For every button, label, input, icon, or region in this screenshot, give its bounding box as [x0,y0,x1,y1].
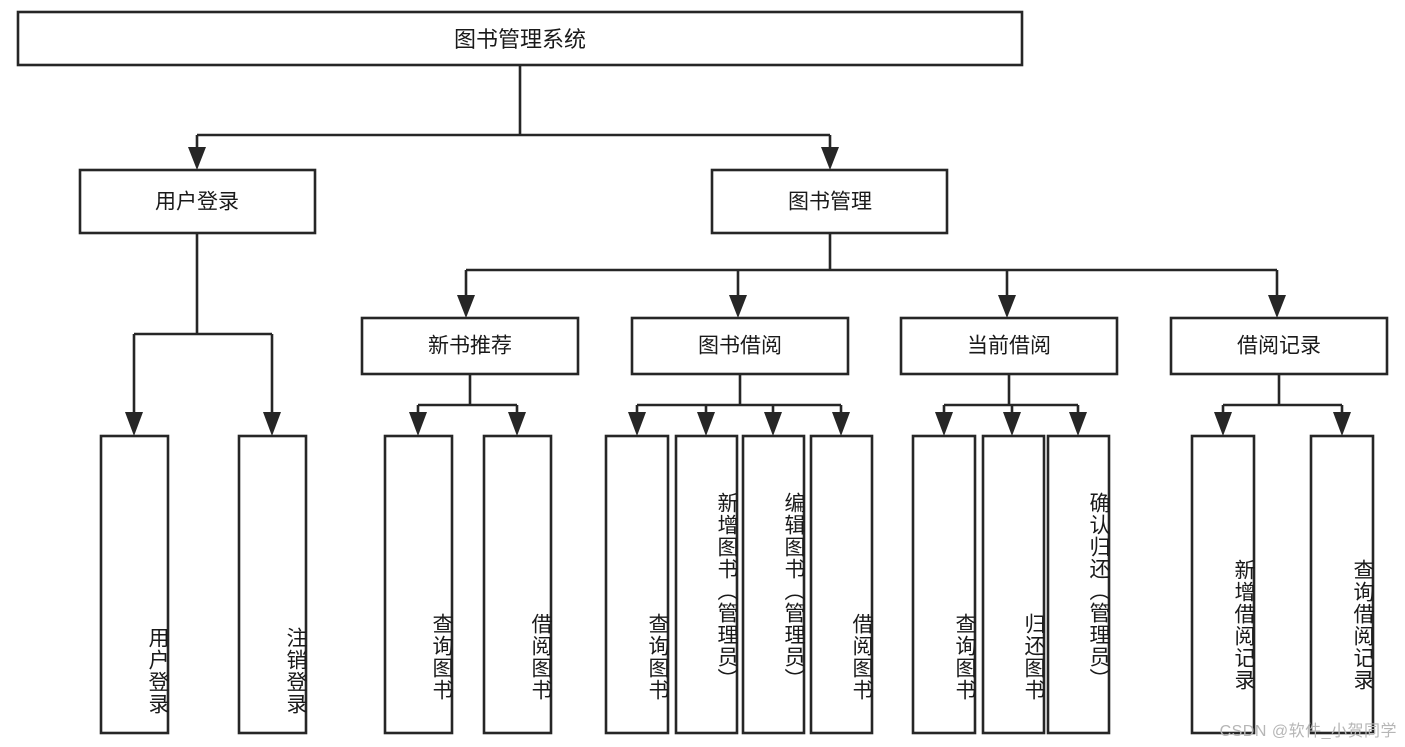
node-root-label: 图书管理系统 [454,27,586,52]
node-book-borrow-box[interactable] [630,316,850,376]
leaf-cb-query-book-box[interactable] [911,434,977,735]
arrow-to-current-borrow [998,295,1016,318]
arrowhead-layer [125,147,1351,436]
node-root-box[interactable] [16,10,1024,67]
arrow-to-borrow-records [1268,295,1286,318]
leaf-cb-confirm-return-box[interactable] [1046,434,1111,735]
node-new-book-recommend-label: 新书推荐 [428,335,512,358]
arrow-to-cb-leaf3 [1069,412,1087,436]
node-user-login-label: 用户登录 [155,191,239,214]
leaf-nb-borrow-book-box[interactable] [482,434,553,735]
arrow-to-leaf-logout [263,412,281,436]
leaf-bb-add-book-box[interactable] [674,434,739,735]
arrow-to-bb-leaf2 [697,412,715,436]
node-current-borrow-label: 当前借阅 [967,335,1051,358]
csdn-watermark: CSDN @软件_小贺同学 [1219,723,1397,740]
arrow-to-cb-leaf1 [935,412,953,436]
arrow-to-user-login [188,147,206,170]
arrow-to-bb-leaf1 [628,412,646,436]
arrow-to-br-leaf2 [1333,412,1351,436]
arrow-to-bb-leaf4 [832,412,850,436]
leaf-logout-box[interactable] [237,434,308,735]
arrow-to-br-leaf1 [1214,412,1232,436]
leaf-nb-query-book-box[interactable] [383,434,454,735]
arrow-to-leaf-user-login [125,412,143,436]
arrow-to-nb-leaf2 [508,412,526,436]
node-current-borrow-box[interactable] [899,316,1119,376]
node-borrow-records-label: 借阅记录 [1237,335,1321,358]
node-new-book-recommend-box[interactable] [360,316,580,376]
node-borrow-records-box[interactable] [1169,316,1389,376]
arrow-to-cb-leaf2 [1003,412,1021,436]
arrow-to-book-mgmt [821,147,839,170]
arrow-to-book-borrow [729,295,747,318]
arrow-to-bb-leaf3 [764,412,782,436]
leaf-br-add-record-box[interactable] [1190,434,1256,735]
node-book-mgmt-label: 图书管理 [788,191,872,214]
leaf-bb-edit-book-box[interactable] [741,434,806,735]
leaf-bb-borrow-book-box[interactable] [809,434,874,735]
arrow-to-new-book [457,295,475,318]
node-book-mgmt-box[interactable] [710,168,949,235]
node-book-borrow-label: 图书借阅 [698,335,782,358]
node-user-login-box[interactable] [78,168,317,235]
leaf-cb-return-book-box[interactable] [981,434,1046,735]
leaf-user-login-box[interactable] [99,434,170,735]
leaf-bb-query-book-box[interactable] [604,434,670,735]
node-layer: 图书管理系统 用户登录 图书管理 新书推荐 图书借阅 当前借阅 借阅记录 [16,10,1389,735]
arrow-to-nb-leaf1 [409,412,427,436]
leaf-br-query-record-box[interactable] [1309,434,1375,735]
